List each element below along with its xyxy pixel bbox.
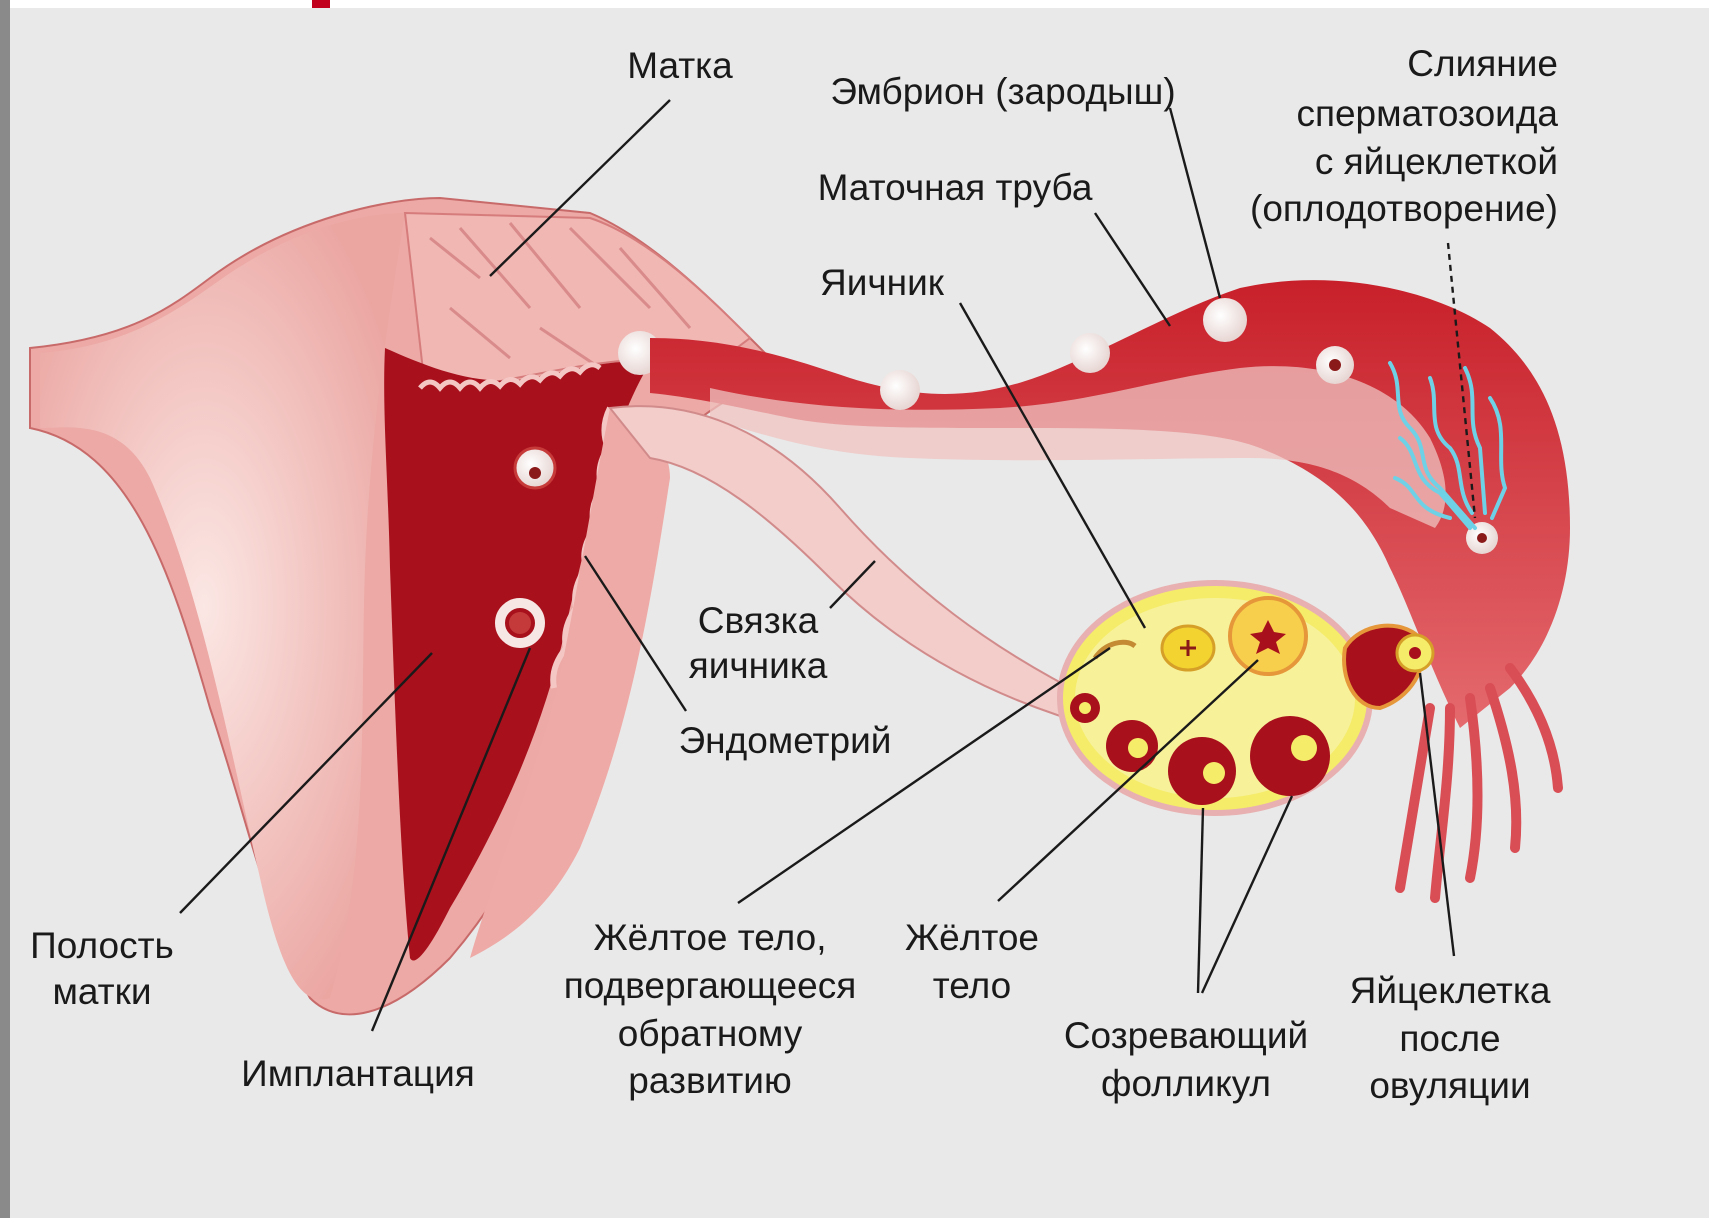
leader-embryo <box>1170 108 1220 298</box>
label-ovary: Яичник <box>820 262 945 303</box>
label-maturing-follicle: Созревающий фолликул <box>1064 1015 1308 1104</box>
label-ovulated-egg: Яйцеклетка после овуляции <box>1350 970 1551 1106</box>
embryo-in-tube <box>1203 298 1247 342</box>
maturing-follicle-1-oocyte <box>1203 762 1225 784</box>
label-fallopian-tube: Маточная труба <box>818 167 1093 208</box>
label-follicle-line-1: Созревающий <box>1064 1015 1308 1056</box>
leader-follicle-2 <box>1202 796 1292 993</box>
leader-tube <box>1095 213 1170 326</box>
implanting-embryo-core <box>509 612 531 634</box>
egg-tube-3-nucleus <box>1329 359 1341 371</box>
label-uterus: Матка <box>627 45 733 86</box>
fertilized-egg-nucleus <box>1477 533 1487 543</box>
egg-tube-1 <box>880 370 920 410</box>
maturing-follicle-1 <box>1168 737 1236 805</box>
label-regressing-corpus-luteum: Жёлтое тело, подвергающееся обратному ра… <box>564 917 857 1101</box>
ovulated-egg-nucleus <box>1409 647 1421 659</box>
label-cavity-line-2: матки <box>52 971 151 1012</box>
label-regressing-line-1: Жёлтое тело, <box>593 917 826 958</box>
label-regressing-line-4: развитию <box>628 1060 791 1101</box>
label-fusion-line-2: сперматозоида <box>1296 93 1558 134</box>
label-egg-line-2: после <box>1399 1018 1500 1059</box>
label-ligament-line-2: яичника <box>689 645 828 686</box>
fallopian-tube-illustration <box>610 280 1570 898</box>
uterus-illustration <box>30 198 770 1014</box>
leader-regressing-corpus <box>738 648 1110 903</box>
ovary-illustration <box>1060 583 1433 813</box>
label-endometrium: Эндометрий <box>679 720 892 761</box>
label-fusion: Слияние сперматозоида с яйцеклеткой (опл… <box>1250 43 1558 229</box>
label-regressing-line-2: подвергающееся <box>564 965 857 1006</box>
label-ligament-line-1: Связка <box>698 600 819 641</box>
label-fusion-line-3: с яйцеклеткой <box>1315 141 1558 182</box>
follicle-small-center <box>1079 702 1091 714</box>
maturing-follicle-2 <box>1250 716 1330 796</box>
label-embryo: Эмбрион (зародыш) <box>830 71 1175 112</box>
label-fusion-line-4: (оплодотворение) <box>1250 188 1558 229</box>
diagram-canvas: Матка Эмбрион (зародыш) Слияние спермато… <box>10 8 1709 1218</box>
label-ovarian-ligament: Связка яичника <box>689 600 828 686</box>
label-egg-line-3: овуляции <box>1369 1065 1530 1106</box>
egg-uterus-1-nucleus <box>529 467 541 479</box>
label-cavity-line-1: Полость <box>30 925 174 966</box>
label-uterine-cavity: Полость матки <box>30 925 174 1012</box>
maturing-follicle-2-oocyte <box>1291 735 1317 761</box>
label-egg-line-1: Яйцеклетка <box>1350 970 1551 1011</box>
label-corpus-line-1: Жёлтое <box>905 917 1039 958</box>
label-corpus-line-2: тело <box>933 965 1011 1006</box>
reproductive-anatomy-diagram: Матка Эмбрион (зародыш) Слияние спермато… <box>10 8 1709 1218</box>
label-fusion-line-1: Слияние <box>1407 43 1558 84</box>
leader-follicle-1 <box>1198 808 1203 993</box>
uterus-front-face <box>40 213 405 1000</box>
egg-tube-2 <box>1070 333 1110 373</box>
follicle-1-oocyte <box>1128 738 1148 758</box>
label-follicle-line-2: фолликул <box>1101 1063 1271 1104</box>
label-regressing-line-3: обратному <box>618 1013 803 1054</box>
label-corpus-luteum: Жёлтое тело <box>905 917 1039 1006</box>
label-implantation: Имплантация <box>241 1053 475 1094</box>
left-edge-bar <box>0 0 10 1218</box>
